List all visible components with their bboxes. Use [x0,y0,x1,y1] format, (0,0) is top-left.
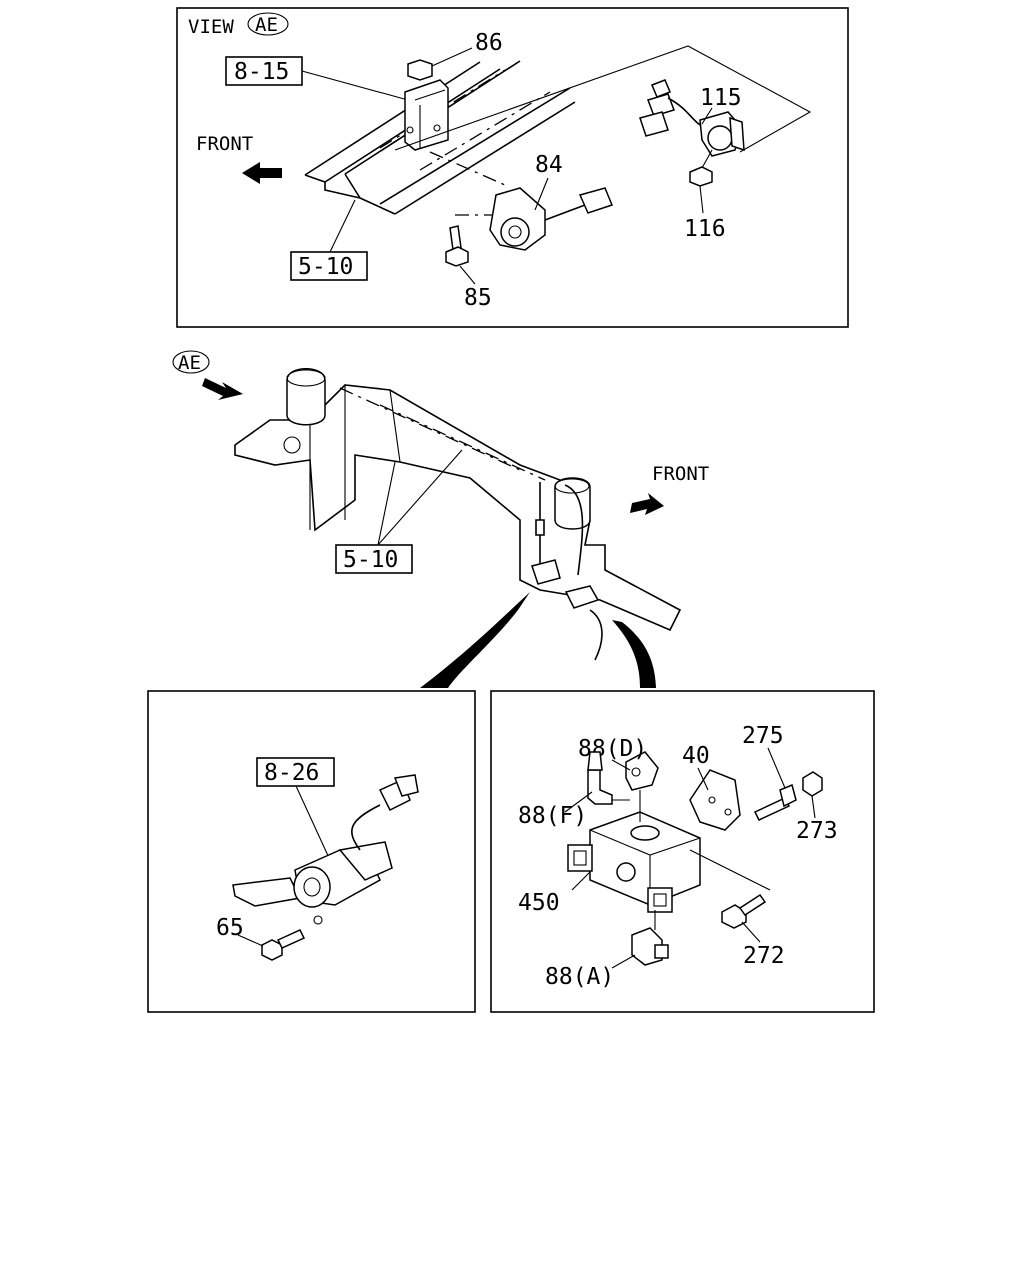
front-arrow-middle-icon [630,493,664,515]
callout-272: 272 [743,943,785,969]
detail-left-panel: 8-26 65 [147,690,476,1013]
view-ref-oval [247,12,289,36]
ref-8-26: 8-26 [264,760,319,786]
front-arrow-icon [242,162,282,184]
callout-85: 85 [464,285,492,311]
ref-box-5-10-middle [335,544,413,574]
ref-8-15: 8-15 [234,59,289,85]
view-ref-oval-middle [172,350,210,374]
ref-5-10-middle: 5-10 [343,547,398,573]
ref-box-5-10-top [290,251,368,281]
pointer-right-icon [612,620,656,688]
callout-273: 273 [796,818,838,844]
detail-right-panel: 450 88(D) 88(F) 40 275 273 272 [490,690,875,1013]
pointer-left-icon [420,592,530,688]
front-label-top: FRONT [196,133,253,155]
view-label: VIEW [188,16,234,38]
callout-88f: 88(F) [518,803,587,829]
callout-86: 86 [475,30,503,56]
callout-116: 116 [684,216,726,242]
callout-88a: 88(A) [545,964,614,990]
view-ref-label: AE [255,14,278,36]
ref-box-8-26 [256,757,335,787]
front-label-middle: FRONT [652,463,709,485]
callout-40: 40 [682,743,710,769]
callout-450: 450 [518,890,560,916]
callout-115: 115 [700,85,742,111]
callout-275: 275 [742,723,784,749]
view-direction-arrow-icon [202,378,243,400]
view-ref-label-middle: AE [178,352,201,374]
frame-overview: AE FRONT 5-10 [172,350,709,688]
callout-65: 65 [216,915,244,941]
callout-88d: 88(D) [578,736,647,762]
ref-5-10-top: 5-10 [298,254,353,280]
callout-84: 84 [535,152,563,178]
view-ae-panel: VIEW AE 8-15 FRONT 86 84 [176,7,849,328]
